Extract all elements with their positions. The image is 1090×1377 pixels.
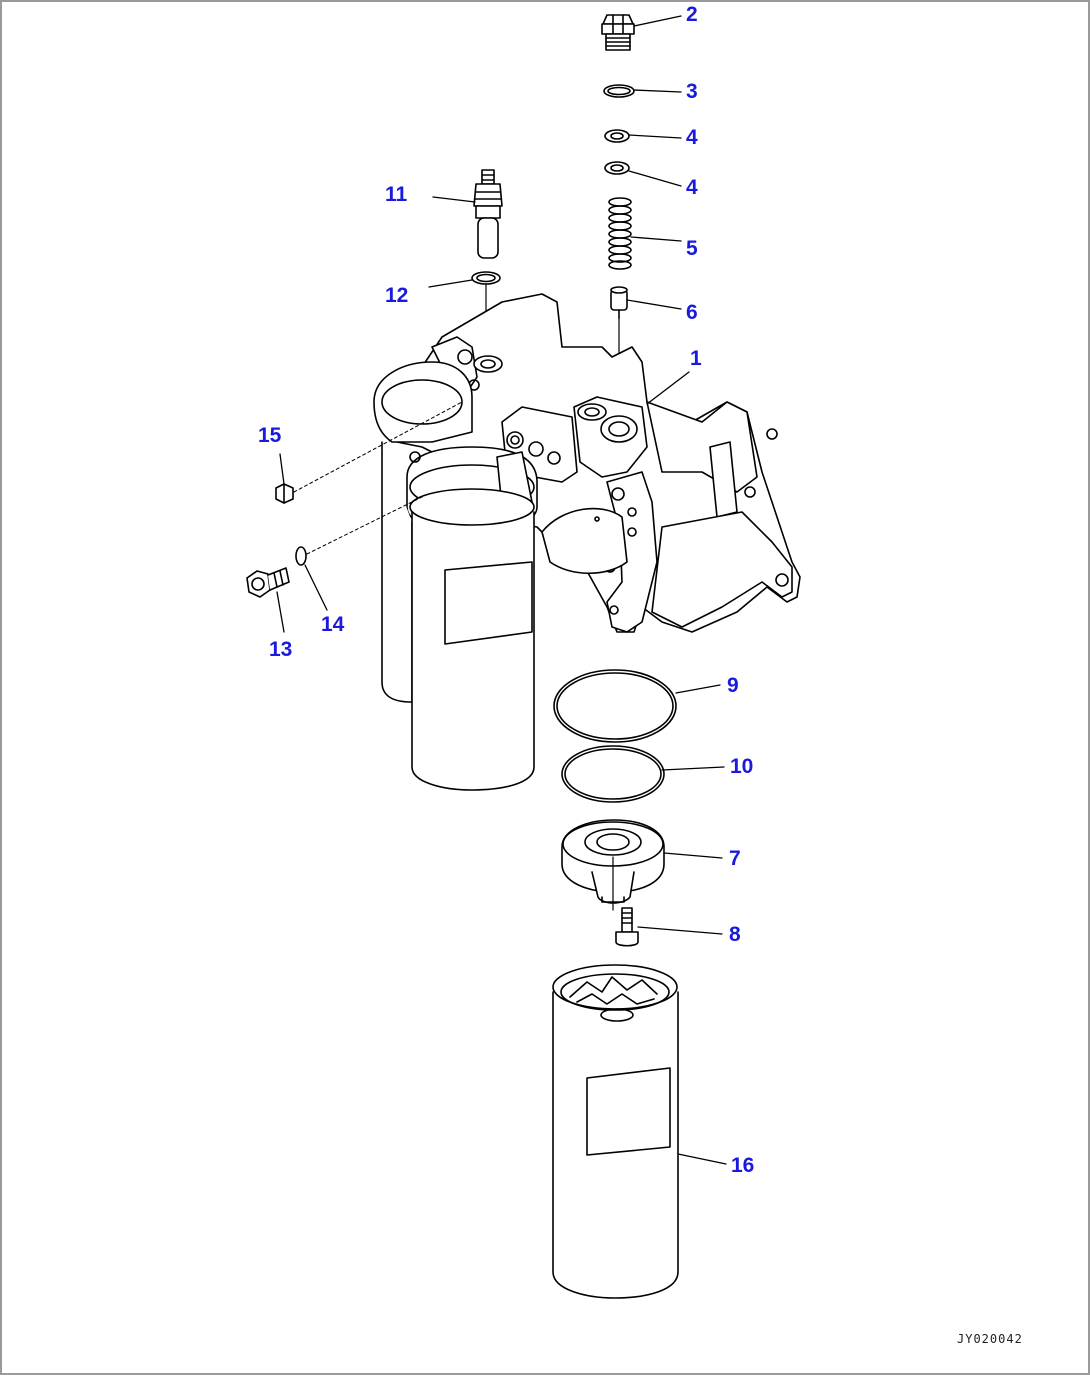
callout-13: 13 <box>269 638 293 661</box>
o-ring-part <box>603 84 635 98</box>
leader-15 <box>279 453 285 485</box>
callout-15: 15 <box>258 424 282 447</box>
callout-8: 8 <box>729 923 741 946</box>
leader-13 <box>276 591 285 633</box>
leader-1 <box>646 371 690 405</box>
valve-part <box>610 286 628 319</box>
callout-3: 3 <box>686 80 698 103</box>
washer-upper-part <box>604 129 630 143</box>
leader-5 <box>630 236 682 242</box>
leader-8 <box>637 926 723 935</box>
filter-cartridge-part <box>552 964 679 1299</box>
leader-14 <box>304 564 328 611</box>
filter-adapter-part <box>561 819 665 911</box>
callout-16: 16 <box>731 1154 755 1177</box>
callout-14: 14 <box>321 613 345 636</box>
callout-4-lower: 4 <box>686 176 698 199</box>
leader-4a <box>628 134 682 139</box>
spring-part <box>608 197 632 270</box>
callout-1: 1 <box>690 347 702 370</box>
leader-4b <box>628 170 682 187</box>
drain-plug-o-ring-part <box>295 546 307 566</box>
callout-5: 5 <box>686 237 698 260</box>
small-o-ring-part <box>561 745 665 803</box>
small-plug-part <box>275 483 294 504</box>
callout-12: 12 <box>385 284 409 307</box>
leader-6 <box>626 299 682 310</box>
leader-11 <box>432 196 476 203</box>
leader-3 <box>633 89 682 93</box>
leader-2 <box>633 15 682 27</box>
leader-lines <box>276 15 727 1165</box>
plug-part <box>601 14 635 51</box>
leader-7 <box>663 852 723 859</box>
leader-10 <box>661 766 725 771</box>
pressure-switch-part <box>473 169 503 259</box>
callout-6: 6 <box>686 301 698 324</box>
callout-9: 9 <box>727 674 739 697</box>
drawing-code: JY020042 <box>957 1332 1023 1346</box>
leader-9 <box>675 684 721 694</box>
callout-2: 2 <box>686 3 698 26</box>
callout-11: 11 <box>385 183 408 206</box>
large-o-ring-part <box>553 669 677 743</box>
front-filter-cartridge-part <box>409 488 535 791</box>
leader-12 <box>428 279 473 288</box>
callout-10: 10 <box>730 755 754 778</box>
bolt-part <box>615 907 639 947</box>
callout-7: 7 <box>729 847 741 870</box>
washer-lower-part <box>604 161 630 175</box>
leader-16 <box>677 1153 727 1165</box>
callout-4-upper: 4 <box>686 126 698 149</box>
drain-plug-part <box>246 567 290 598</box>
